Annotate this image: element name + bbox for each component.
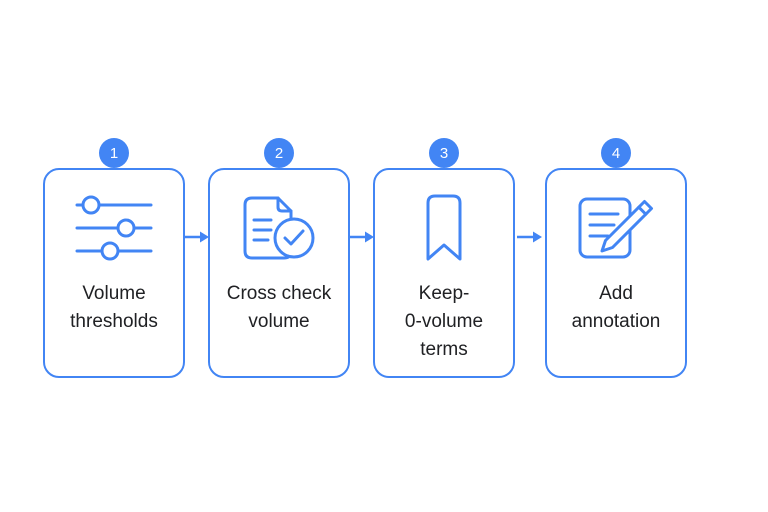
step-2-label: Cross check volume xyxy=(226,283,332,332)
step-3-label: Keep- 0-volume terms xyxy=(404,283,484,360)
step-1-number-badge: 1 xyxy=(99,138,129,168)
step-4-number-badge: 4 xyxy=(601,138,631,168)
sliders-icon xyxy=(43,192,185,264)
step-1: 1 Volume thresholds xyxy=(43,138,185,378)
step-4-card xyxy=(545,168,687,378)
step-3-card xyxy=(373,168,515,378)
arrow-icon xyxy=(517,229,543,245)
step-4-label: Add annotation xyxy=(571,283,661,332)
step-2: 2 Cross check volume xyxy=(208,138,350,378)
step-2-number-badge: 2 xyxy=(264,138,294,168)
arrow-icon xyxy=(184,229,210,245)
document-pencil-icon xyxy=(545,192,687,264)
bookmark-icon xyxy=(373,192,515,264)
step-1-card xyxy=(43,168,185,378)
step-1-label: Volume thresholds xyxy=(70,283,158,332)
step-3-number-badge: 3 xyxy=(429,138,459,168)
arrow-icon xyxy=(349,229,375,245)
document-check-icon xyxy=(208,192,350,264)
step-3: 3 Keep- 0-volume terms xyxy=(373,138,515,378)
step-2-card xyxy=(208,168,350,378)
step-4: 4 Add annotation xyxy=(545,138,687,378)
